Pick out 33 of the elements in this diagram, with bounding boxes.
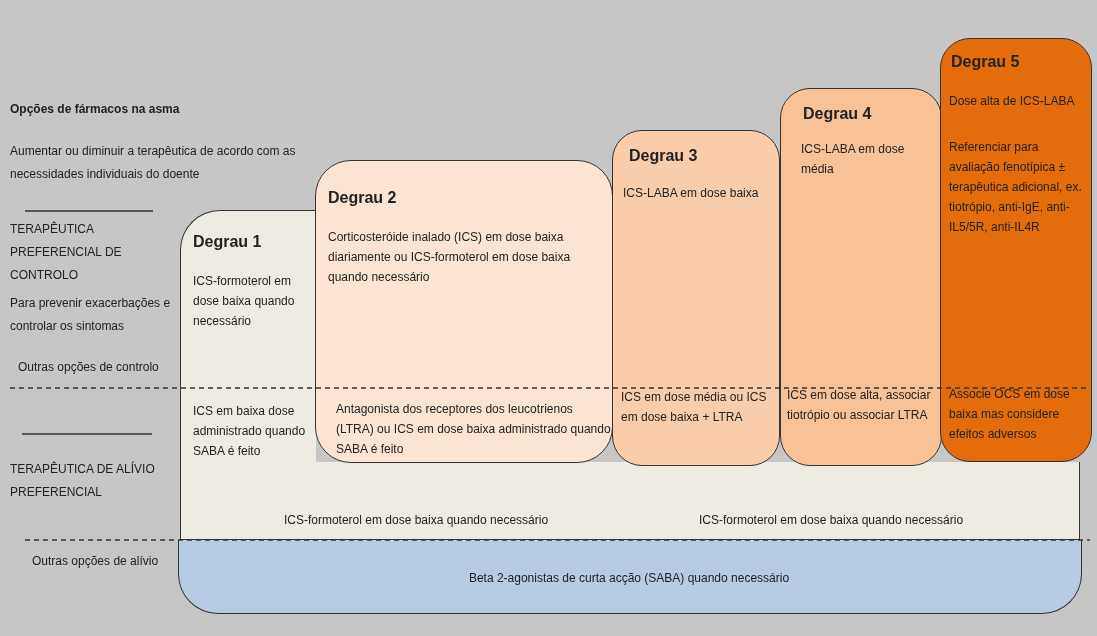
row-label: TERAPÊUTICA PREFERENCIAL DE CONTROLO	[10, 220, 123, 284]
step-box	[612, 130, 780, 466]
reliever-text: ICS-formoterol em dose baixa quando necessário	[697, 512, 965, 529]
diagram-title: Opções de fármacos na asma	[10, 101, 181, 118]
row-label: Para prevenir exacerbações e controlar os sintomas	[10, 295, 172, 335]
row-label: Outras opções de controlo	[18, 359, 160, 376]
row-label: Outras opções de alívio	[32, 553, 160, 570]
row-label: TERAPÊUTICA DE ALÍVIO PREFERENCIAL	[10, 460, 156, 501]
therapy-text: Corticosteróide inalado (ICS) em dose baixa diariamente ou ICS-formoterol em dose baixa quando necessário	[328, 229, 572, 286]
step-box	[180, 210, 316, 462]
therapy-text: ICS-formoterol em dose baixa quando necessário	[193, 273, 296, 330]
row-label: Aumentar ou diminuir a terapêutica de acordo com as necessidades individuais do doente	[10, 143, 297, 183]
step-box	[780, 88, 942, 466]
step-title: Degrau 1	[193, 232, 263, 252]
therapy-text: Associe OCS em dose baixa mas considere efeitos adversos	[949, 386, 1071, 443]
therapy-text: Antagonista dos receptores dos leucotrienos (LTRA) ou ICS em dose baixa administrado quando SABA é feito	[336, 401, 611, 458]
step-title: Degrau 5	[951, 52, 1021, 72]
therapy-text: ICS-LABA em dose média	[801, 141, 906, 178]
therapy-text: Referenciar para avaliação fenotípica ± terapêutica adicional, ex. tiotrópio, anti-IgE, anti-IL5/5R, anti-IL4R	[949, 139, 1083, 236]
therapy-text: ICS em dose média ou ICS em dose baixa + LTRA	[621, 389, 768, 426]
step-title: Degrau 4	[803, 104, 873, 124]
reliever-band	[180, 462, 1080, 540]
step-title: Degrau 2	[328, 188, 398, 208]
step-title: Degrau 3	[629, 146, 699, 166]
therapy-text: Dose alta de ICS-LABA	[949, 93, 1076, 110]
therapy-text: ICS em baixa dose administrado quando SABA é feito	[193, 403, 307, 460]
therapy-text: ICS-LABA em dose baixa	[623, 185, 760, 202]
reliever-text: Beta 2-agonistas de curta acção (SABA) quando necessário	[467, 570, 791, 587]
reliever-text: ICS-formoterol em dose baixa quando necessário	[282, 512, 550, 529]
step-box	[315, 160, 613, 463]
therapy-text: ICS em dose alta, associar tiotrópio ou associar LTRA	[787, 387, 932, 424]
reliever-band	[178, 540, 1082, 614]
step-box	[940, 38, 1092, 462]
